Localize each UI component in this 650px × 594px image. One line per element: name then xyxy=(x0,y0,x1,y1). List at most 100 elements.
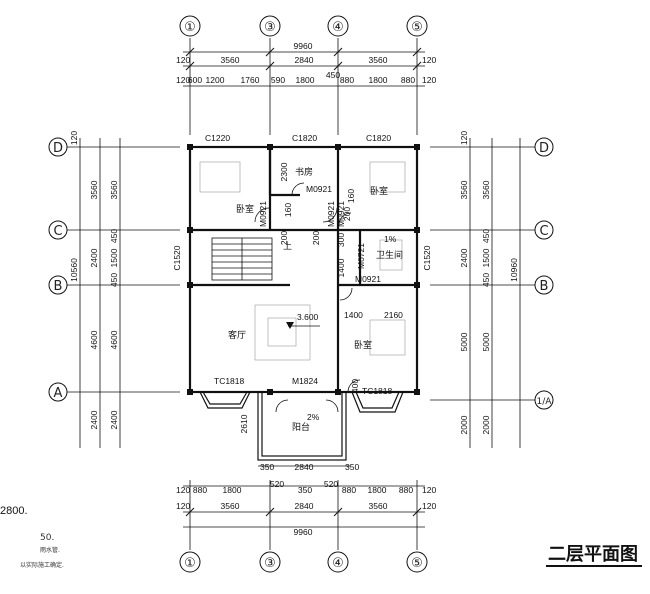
elevation-mark: 3.600 xyxy=(297,312,319,322)
axis-d-right: D xyxy=(539,141,549,156)
axis-5-top: ⑤ xyxy=(411,20,423,35)
left-inner-a: 3560 xyxy=(109,180,119,199)
bot-dim-2a: 120 xyxy=(176,501,190,511)
room-bedroom-3: 卧室 xyxy=(354,339,372,351)
door-m0921-hall: M0921 xyxy=(326,201,336,227)
door-m0921-bed1: M0921 xyxy=(258,201,268,227)
int-dim-200c: 200 xyxy=(342,207,352,221)
int-dim-1400a: 1400 xyxy=(336,258,346,277)
window-tc1818-left: TC1818 xyxy=(214,376,245,386)
int-dim-1400b: 1400 xyxy=(344,310,363,320)
axis-a-left: A xyxy=(54,386,63,401)
top-dim-3j: 880 xyxy=(401,75,415,85)
dimension-ticks xyxy=(185,47,422,517)
bot-dim-1f: 520 xyxy=(324,479,338,489)
window-c1520-right: C1520 xyxy=(422,245,432,270)
window-c1820-a: C1820 xyxy=(292,133,317,143)
axis-c-right: C xyxy=(539,224,548,239)
int-dim-200a: 200 xyxy=(279,231,289,245)
top-dim-3k: 120 xyxy=(422,75,436,85)
top-dim-3f: 1800 xyxy=(296,75,315,85)
room-bathroom: 卫生间 xyxy=(376,249,403,261)
top-dim-2b: 3560 xyxy=(221,55,240,65)
bot-dim-1h: 1800 xyxy=(368,485,387,495)
axis-1a-right: 1/A xyxy=(537,397,553,407)
left-total: 10560 xyxy=(69,258,79,282)
room-balcony: 阳台 xyxy=(292,421,310,433)
door-m0921-study: M0921 xyxy=(306,184,332,194)
left-dim-b: 3560 xyxy=(89,180,99,199)
door-m0921-bed3: M0921 xyxy=(355,274,381,284)
left-dim-e: 2400 xyxy=(89,410,99,429)
right-dim-d: 5000 xyxy=(459,332,469,351)
top-dim-2a: 120 xyxy=(176,55,190,65)
right-inner-a: 3560 xyxy=(481,180,491,199)
slope-balcony: 2% xyxy=(307,412,320,422)
room-bedroom-1: 卧室 xyxy=(236,203,254,215)
bot-dim-2c: 2840 xyxy=(295,501,314,511)
right-total: 10960 xyxy=(509,258,519,282)
left-inner-c: 1500 xyxy=(109,248,119,267)
axis-5-bottom: ⑤ xyxy=(411,556,423,571)
right-inner-d: 450 xyxy=(481,273,491,287)
top-dim-3e: 590 xyxy=(271,75,285,85)
left-dim-a: 120 xyxy=(69,131,79,145)
top-dim-3g: 450 xyxy=(326,70,340,80)
room-living: 客厅 xyxy=(228,329,246,341)
room-bedroom-2: 卧室 xyxy=(370,185,388,197)
axis-1-bottom: ① xyxy=(184,556,196,571)
int-dim-300: 300 xyxy=(336,233,346,247)
left-inner-d: 450 xyxy=(109,273,119,287)
note-line-1: 2800. xyxy=(0,505,28,517)
right-dim-b: 3560 xyxy=(459,180,469,199)
axis-markers-bottom: ① ③ ④ ⑤ xyxy=(179,551,428,573)
bot-dim-1b: 880 xyxy=(193,485,207,495)
bot-dim-2d: 3560 xyxy=(369,501,388,511)
int-dim-2610: 2610 xyxy=(239,414,249,433)
drawing-title: 二层平面图 xyxy=(548,544,638,565)
top-dim-3d: 1760 xyxy=(241,75,260,85)
bot-dim-1j: 120 xyxy=(422,485,436,495)
window-tc1818-right: TC1818 xyxy=(362,386,393,396)
top-dim-2e: 120 xyxy=(422,55,436,65)
axis-3-bottom: ③ xyxy=(264,556,276,571)
bay-windows-balcony xyxy=(199,391,404,461)
top-dim-3c: 1200 xyxy=(206,75,225,85)
columns xyxy=(187,144,420,395)
axis-3-top: ③ xyxy=(264,20,276,35)
bot-dim-1c: 1800 xyxy=(223,485,242,495)
bot-dim-1i: 880 xyxy=(399,485,413,495)
note-line-2: 50. xyxy=(40,533,54,543)
top-dim-3b: 600 xyxy=(188,75,202,85)
note-line-4: 以实际施工确定. xyxy=(20,561,64,569)
int-dim-160a: 160 xyxy=(283,203,293,217)
left-dim-c: 2400 xyxy=(89,248,99,267)
door-m0921-bed2: M0921 xyxy=(336,201,346,227)
right-dim-e: 2000 xyxy=(459,415,469,434)
top-dim-2c: 2840 xyxy=(295,55,314,65)
staircase xyxy=(211,237,273,281)
bal-dim-b: 2840 xyxy=(295,462,314,472)
note-line-3: 雨水管. xyxy=(40,546,60,554)
stair-label: 上 xyxy=(283,241,292,252)
int-dim-200b: 200 xyxy=(311,231,321,245)
bal-dim-c: 350 xyxy=(345,462,359,472)
axis-d-left: D xyxy=(53,141,63,156)
dimension-lines xyxy=(62,38,538,550)
right-inner-c: 1500 xyxy=(481,248,491,267)
right-dim-a: 120 xyxy=(459,131,469,145)
door-m1824: M1824 xyxy=(292,376,318,386)
axis-markers-right: D C B 1/A xyxy=(534,137,554,410)
top-dim-3a: 120 xyxy=(176,75,190,85)
bot-total-dim: 9960 xyxy=(294,527,313,537)
window-c1820-b: C1820 xyxy=(366,133,391,143)
bot-dim-2e: 120 xyxy=(422,501,436,511)
right-inner-e: 5000 xyxy=(481,332,491,351)
bot-dim-2b: 3560 xyxy=(221,501,240,511)
left-dim-d: 4600 xyxy=(89,330,99,349)
axis-1-top: ① xyxy=(184,20,196,35)
axis-markers-top: ① ③ ④ ⑤ xyxy=(179,15,428,37)
bal-dim-a: 350 xyxy=(260,462,274,472)
right-inner-f: 2000 xyxy=(481,415,491,434)
